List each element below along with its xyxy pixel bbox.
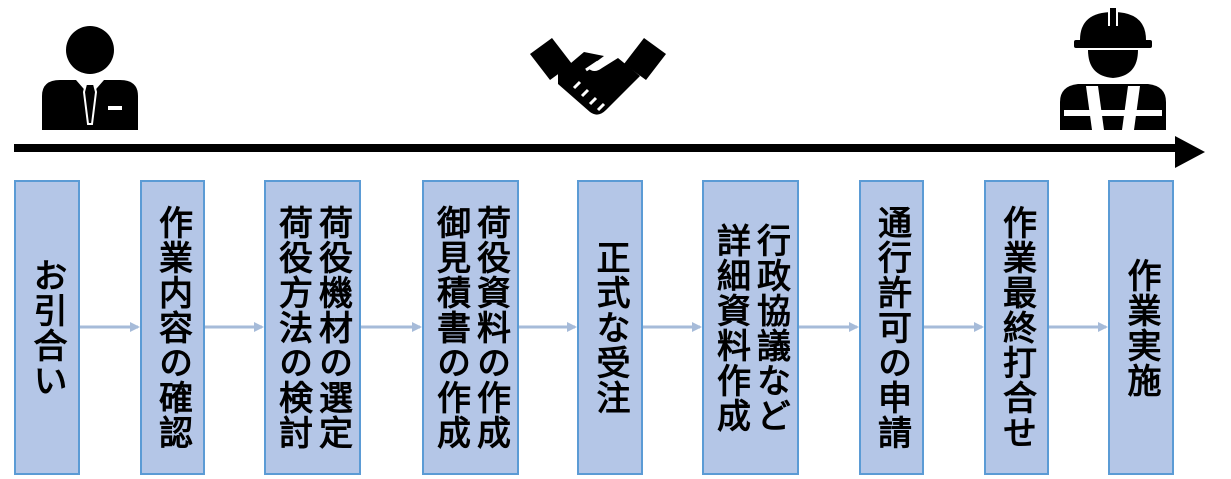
handshake-icon (530, 38, 666, 115)
step-label: 荷役機材の選定 荷役方法の検討 (272, 205, 353, 450)
businessman-icon (42, 26, 138, 130)
construction-worker-icon (1060, 8, 1166, 130)
step-box-execution: 作業実施 (1108, 180, 1174, 475)
step-box-equipment-method: 荷役機材の選定 荷役方法の検討 (264, 180, 361, 475)
step-label: 正式な受注 (590, 240, 630, 415)
step-box-inquiry: お引合い (14, 180, 80, 475)
step-label: 通行許可の申請 (871, 205, 912, 450)
step-box-documents-estimate: 荷役資料の作成 御見積書の作成 (422, 180, 519, 475)
step-label: 行政協議など 詳細資料作成 (710, 222, 791, 433)
step-box-final-meeting: 作業最終打合せ (984, 180, 1049, 475)
step-label: 作業内容の確認 (152, 205, 193, 450)
step-label: 作業最終打合せ (996, 205, 1037, 450)
timeline-arrowhead (1175, 136, 1205, 168)
step-box-permit: 通行許可の申請 (859, 180, 924, 475)
step-label: 作業実施 (1121, 257, 1161, 398)
step-label: お引合い (27, 257, 67, 398)
step-box-order: 正式な受注 (577, 180, 643, 475)
step-box-administrative: 行政協議など 詳細資料作成 (702, 180, 799, 475)
step-box-confirm-work: 作業内容の確認 (140, 180, 205, 475)
timeline-bar (14, 144, 1189, 152)
step-label: 荷役資料の作成 御見積書の作成 (430, 205, 511, 450)
